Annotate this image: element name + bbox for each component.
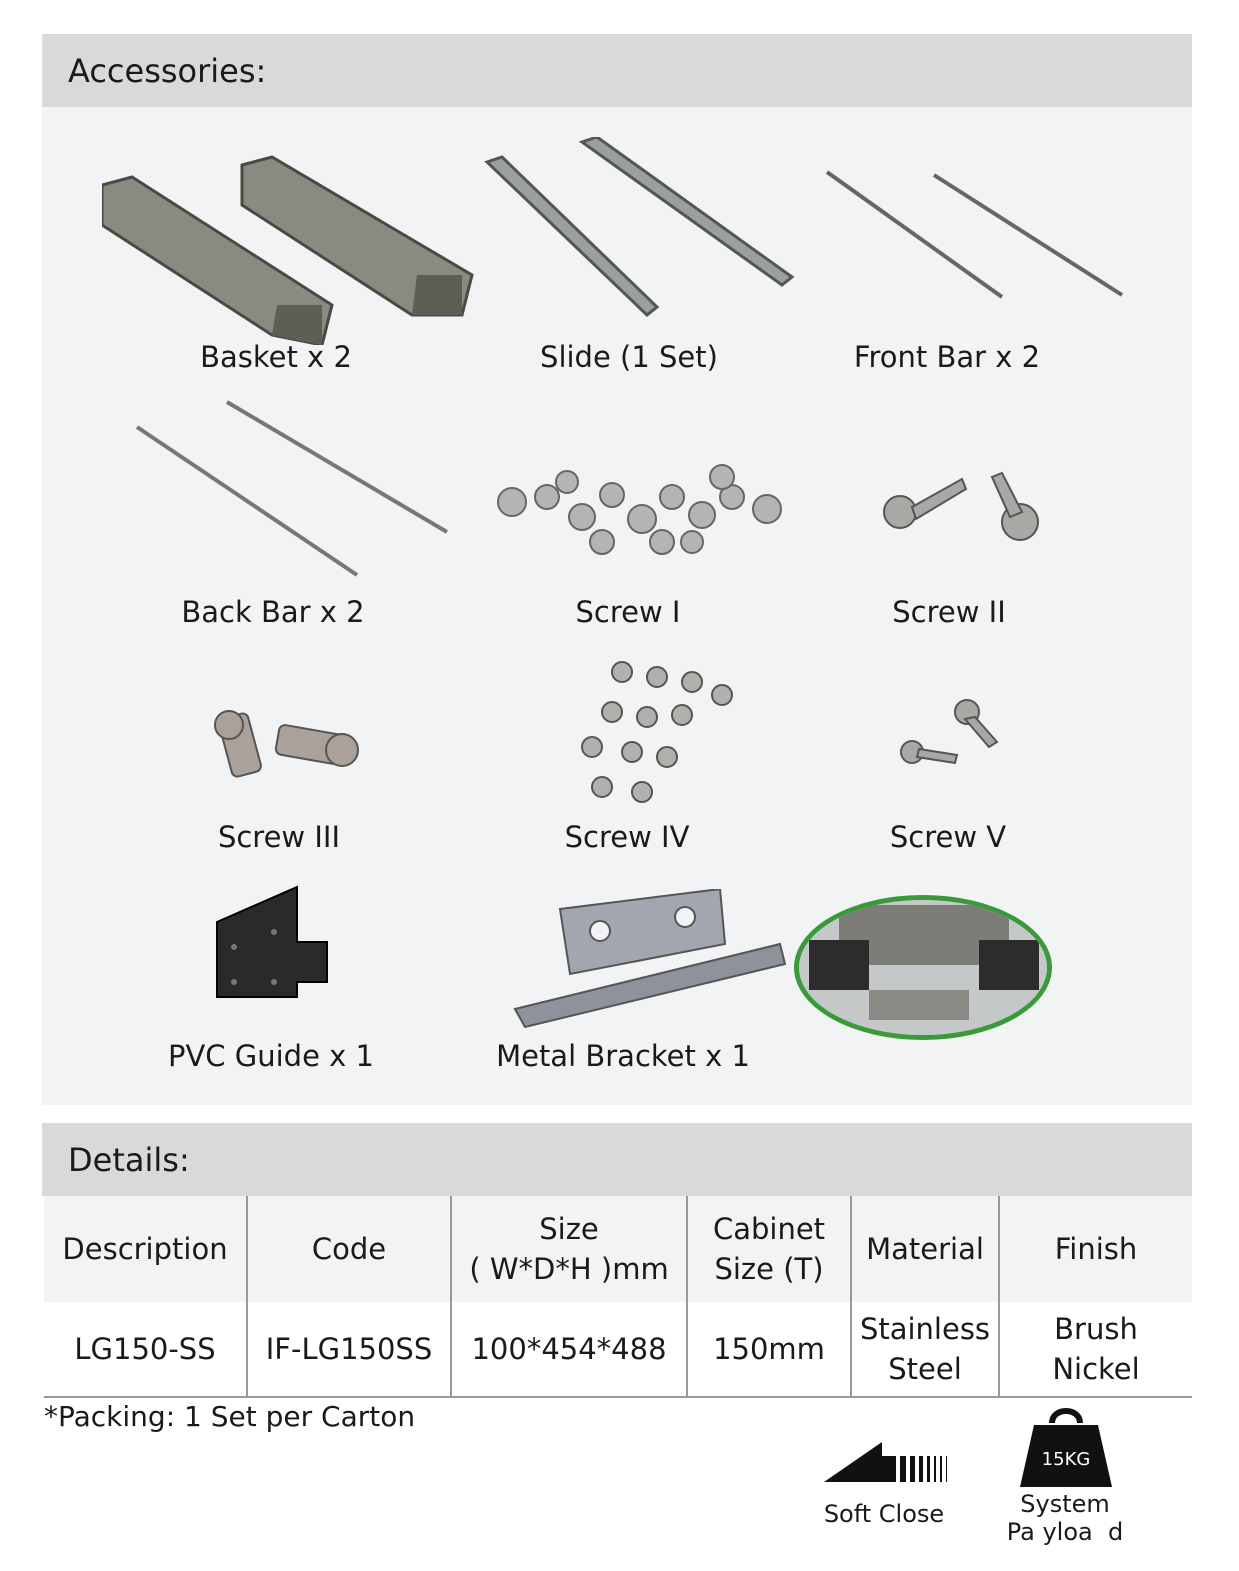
caption-back-bar: Back Bar x 2 bbox=[181, 595, 365, 629]
screw-icon bbox=[900, 699, 999, 765]
back-bar-icon bbox=[135, 400, 449, 577]
pvc-guide-icon bbox=[216, 885, 328, 998]
col-description: Description bbox=[44, 1196, 247, 1302]
details-header: Details: bbox=[42, 1123, 1192, 1196]
col-size: Size( W*D*H )mm bbox=[450, 1196, 687, 1302]
caption-front-bar: Front Bar x 2 bbox=[853, 340, 1041, 374]
metal-bracket-icon bbox=[513, 889, 787, 1029]
caption-metal-bracket: Metal Bracket x 1 bbox=[496, 1039, 750, 1073]
basket-icon bbox=[102, 155, 474, 345]
caption-screw-v: Screw V bbox=[889, 820, 1007, 854]
weight-icon bbox=[1020, 1408, 1112, 1487]
caption-screw-iv: Screw IV bbox=[564, 820, 690, 854]
front-bar-icon bbox=[825, 170, 1124, 299]
cell-code: IF-LG150SS bbox=[246, 1302, 451, 1398]
bolt-icon bbox=[214, 710, 359, 778]
accessories-panel: Basket x 2 Slide (1 Set) Front Bar x 2 B… bbox=[42, 107, 1192, 1105]
table-header-row: Description Code Size( W*D*H )mm Cabinet… bbox=[44, 1196, 1192, 1302]
caption-screw-iii: Screw III bbox=[217, 820, 341, 854]
caption-screw-i: Screw I bbox=[575, 595, 681, 629]
payload-label-line2: Pa yloa d bbox=[1006, 1518, 1124, 1546]
slide-icon bbox=[484, 137, 795, 317]
accessories-title: Accessories: bbox=[68, 51, 267, 90]
col-material: Material bbox=[850, 1196, 999, 1302]
col-code: Code bbox=[246, 1196, 451, 1302]
table-row: LG150-SS IF-LG150SS 100*454*488 150mm St… bbox=[44, 1302, 1192, 1398]
caption-basket: Basket x 2 bbox=[200, 340, 352, 374]
packing-note: *Packing: 1 Set per Carton bbox=[44, 1400, 416, 1433]
caption-screw-ii: Screw II bbox=[892, 595, 1006, 629]
screw-pile-icon bbox=[581, 661, 733, 803]
screw-pile-icon bbox=[497, 464, 782, 555]
payload-weight: 15KG bbox=[1041, 1449, 1091, 1470]
details-title: Details: bbox=[68, 1140, 190, 1179]
cell-cabinet-size: 150mm bbox=[686, 1302, 851, 1398]
soft-close-label: Soft Close bbox=[823, 1500, 945, 1528]
screw-icon bbox=[883, 471, 1039, 541]
cell-description: LG150-SS bbox=[44, 1302, 247, 1398]
details-table: Description Code Size( W*D*H )mm Cabinet… bbox=[44, 1196, 1192, 1398]
col-finish: Finish bbox=[998, 1196, 1192, 1302]
bracket-detail-photo bbox=[794, 895, 1052, 1040]
caption-slide: Slide (1 Set) bbox=[540, 340, 718, 374]
soft-close-icon bbox=[824, 1442, 947, 1482]
cell-size: 100*454*488 bbox=[450, 1302, 687, 1398]
accessories-header: Accessories: bbox=[42, 34, 1192, 107]
payload-label-line1: System bbox=[1020, 1490, 1110, 1518]
caption-pvc-guide: PVC Guide x 1 bbox=[167, 1039, 374, 1073]
